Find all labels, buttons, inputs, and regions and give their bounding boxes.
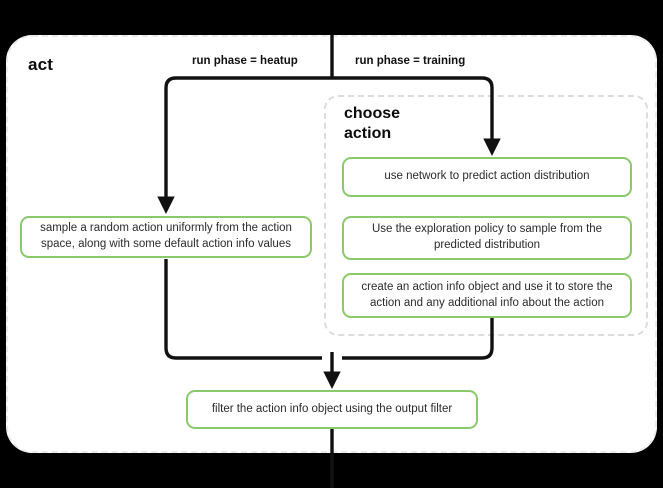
choose-action-title-line1: choose	[344, 105, 401, 122]
edge-label-training: run phase = training	[355, 55, 466, 67]
act-title: act	[28, 55, 54, 74]
node-sample-random-action[interactable]: sample a random action uniformly from th…	[20, 216, 312, 258]
node-exploration-policy[interactable]: Use the exploration policy to sample fro…	[342, 216, 632, 260]
node-create-action-info[interactable]: create an action info object and use it …	[342, 273, 632, 318]
edge-label-heatup: run phase = heatup	[192, 55, 298, 67]
node-use-network[interactable]: use network to predict action distributi…	[342, 157, 632, 197]
choose-action-title: choose action	[344, 104, 474, 145]
choose-action-title-line2: action	[344, 125, 392, 143]
node-filter-action-info[interactable]: filter the action info object using the …	[186, 390, 478, 429]
